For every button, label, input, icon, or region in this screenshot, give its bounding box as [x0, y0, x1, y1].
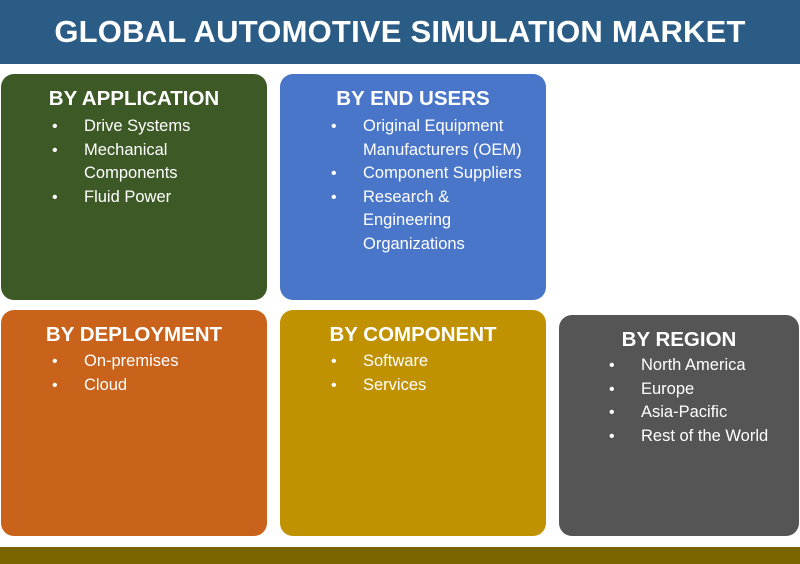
list-item: Component Suppliers [331, 162, 522, 186]
bullet-icon [52, 115, 84, 139]
list-item: Original Equipment [331, 115, 522, 139]
segment-box-component: BY COMPONENT Software Services [280, 310, 546, 536]
bullet-icon [609, 401, 641, 425]
segment-heading: BY APPLICATION [48, 87, 220, 110]
segment-list: North America Europe Asia-Pacific Rest o… [609, 354, 768, 448]
segment-list: On-premises Cloud [52, 350, 178, 397]
list-item: Drive Systems [52, 115, 190, 139]
list-item: Cloud [52, 374, 178, 398]
list-item: Research & [331, 186, 522, 210]
list-item: Asia-Pacific [609, 401, 768, 425]
bottom-bar [0, 547, 800, 564]
bullet-icon [331, 186, 363, 210]
list-item: Mechanical [52, 139, 190, 163]
list-item: Manufacturers (OEM) [363, 140, 522, 159]
bullet-icon [331, 350, 363, 374]
segment-list: Drive Systems Mechanical Components Flui… [52, 115, 190, 209]
list-item: Services [331, 374, 428, 398]
title-bar: GLOBAL AUTOMOTIVE SIMULATION MARKET [0, 0, 800, 64]
list-item: On-premises [52, 350, 178, 374]
segment-heading: BY END USERS [336, 87, 490, 110]
list-item: Engineering [363, 211, 452, 229]
bullet-icon [331, 162, 363, 186]
segment-box-end-users: BY END USERS Original Equipment Manufact… [280, 74, 546, 300]
list-item: Europe [609, 378, 768, 402]
bullet-icon [52, 350, 84, 374]
bullet-icon [331, 374, 363, 398]
list-item: Software [331, 350, 428, 374]
bullet-icon [52, 139, 84, 163]
list-item: Components [84, 164, 178, 182]
bullet-icon [331, 115, 363, 139]
bullet-icon [52, 374, 84, 398]
segment-list: Software Services [331, 350, 428, 397]
list-item: Rest of the World [609, 425, 768, 449]
segment-box-region: BY REGION North America Europe Asia-Paci… [559, 315, 799, 536]
bullet-icon [609, 425, 641, 449]
page-title: GLOBAL AUTOMOTIVE SIMULATION MARKET [54, 14, 746, 49]
segment-heading: BY REGION [621, 328, 737, 351]
bullet-icon [52, 186, 84, 210]
segment-list: Original Equipment Manufacturers (OEM) C… [331, 115, 522, 256]
segment-heading: BY COMPONENT [329, 323, 497, 346]
list-item: Fluid Power [52, 186, 190, 210]
list-item: North America [609, 354, 768, 378]
segment-box-application: BY APPLICATION Drive Systems Mechanical … [1, 74, 267, 300]
segment-box-deployment: BY DEPLOYMENT On-premises Cloud [1, 310, 267, 536]
list-item: Organizations [363, 234, 465, 253]
segment-heading: BY DEPLOYMENT [45, 323, 223, 346]
bullet-icon [609, 378, 641, 402]
bullet-icon [609, 354, 641, 378]
